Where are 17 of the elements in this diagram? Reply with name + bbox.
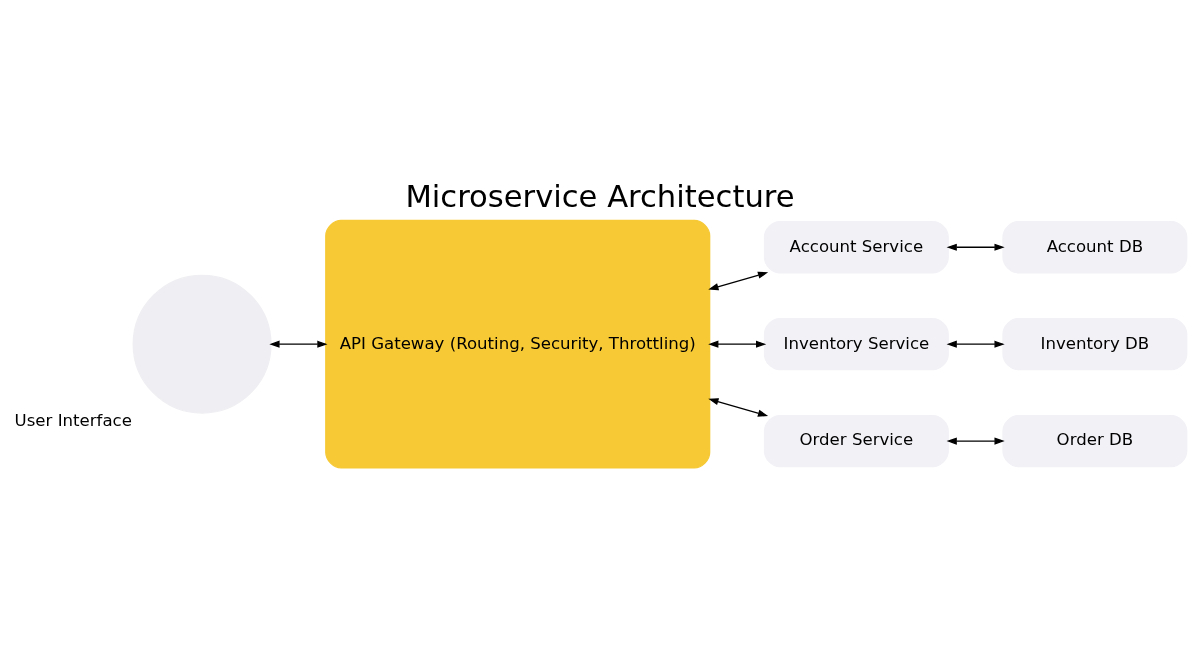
node-box: API Gateway (Routing, Security, Throttling) bbox=[325, 219, 711, 469]
diagram-title: Microservice Architecture bbox=[405, 178, 795, 214]
node-box: Inventory Service bbox=[763, 318, 949, 371]
arrow bbox=[708, 398, 769, 417]
arrow bbox=[708, 340, 767, 348]
node-label: User Interface bbox=[14, 411, 132, 431]
arrow bbox=[946, 340, 1005, 348]
node-box: Order Service bbox=[763, 414, 949, 468]
node-box: Account DB bbox=[1002, 221, 1188, 274]
arrow bbox=[269, 340, 328, 348]
arrow bbox=[708, 271, 769, 291]
node-box: Order DB bbox=[1002, 414, 1188, 468]
node-box: Inventory DB bbox=[1002, 318, 1188, 371]
node-circle bbox=[132, 274, 272, 414]
arrow bbox=[946, 243, 1005, 251]
node-box: Account Service bbox=[763, 221, 949, 274]
arrow bbox=[946, 437, 1005, 445]
